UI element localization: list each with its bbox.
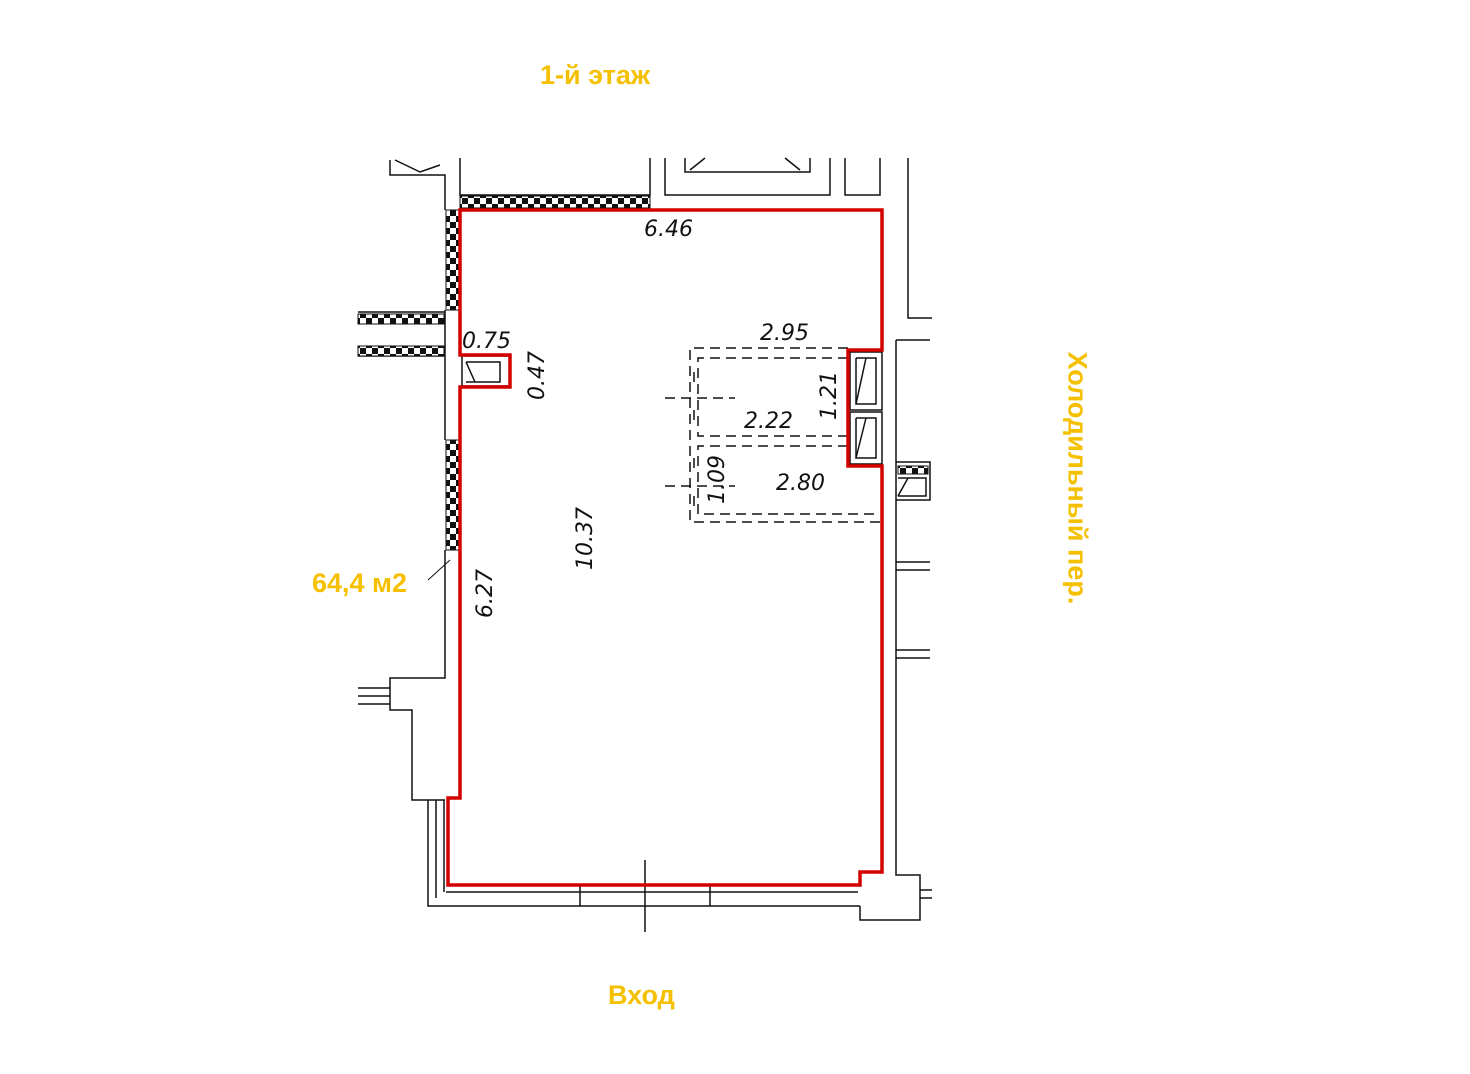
dim-stair-width-top: 2.95 — [760, 321, 809, 346]
dim-stair-width-bottom: 2.80 — [776, 471, 825, 496]
area-label: 64,4 м2 — [312, 568, 408, 598]
dim-room-length: 10.37 — [573, 507, 598, 570]
premises-outline — [446, 208, 884, 887]
dim-top-width: 6.46 — [644, 217, 693, 242]
dim-stair-height-top: 1.21 — [817, 371, 842, 420]
entrance-label: Вход — [608, 980, 675, 1010]
hatched-walls — [357, 195, 929, 551]
area-leader-line — [427, 559, 451, 581]
floor-title: 1-й этаж — [540, 60, 651, 90]
dim-lower-left-wall: 6.27 — [473, 569, 498, 618]
dim-stair-height-bottom: 1.09 — [705, 455, 730, 504]
stair-outlines — [665, 347, 880, 523]
dim-niche-depth: 0.47 — [525, 351, 550, 400]
surrounding-walls — [358, 157, 932, 932]
dim-niche-width: 0.75 — [462, 329, 511, 354]
dim-stair-width-mid: 2.22 — [744, 409, 793, 434]
